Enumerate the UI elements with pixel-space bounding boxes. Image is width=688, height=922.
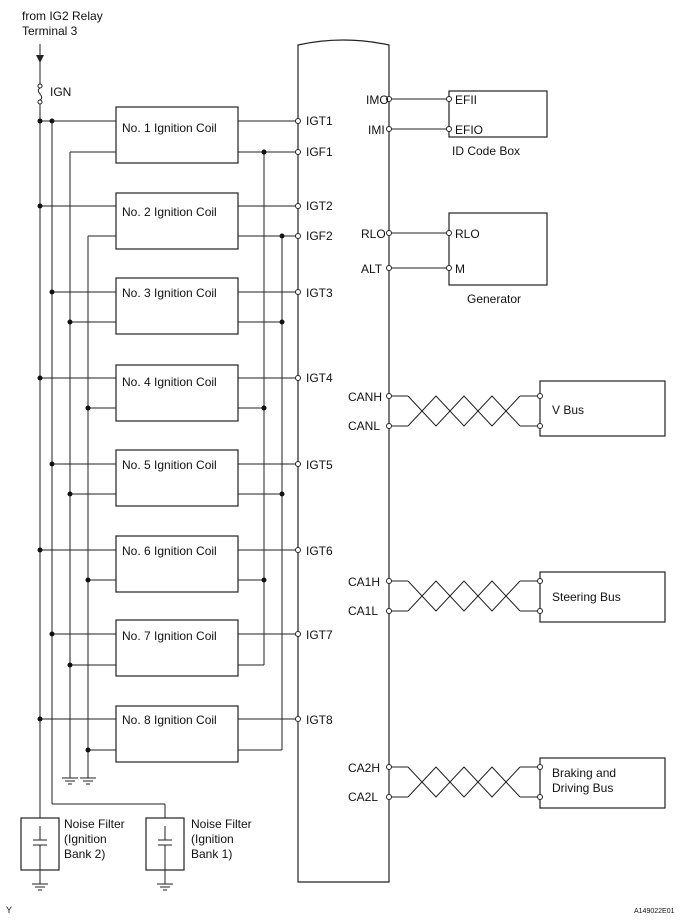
generator-pin-rlo: RLO [455,227,480,241]
pin-ca2h: CA2H [348,761,380,775]
coil-label: No. 5 Ignition Coil [122,458,217,472]
steering-bus: CA1H CA1L Steering Bus [348,571,666,623]
pin-efio: EFIO [455,123,483,137]
source-label-line2: Terminal 3 [22,24,78,38]
pin-efii: EFII [455,93,477,107]
pin-ca1l: CA1L [348,604,378,618]
id-code-box: IMO IMI EFII EFIO ID Code Box [366,90,548,158]
ecm-module [297,39,390,883]
pin-igt8: IGT8 [306,713,333,727]
braking-bus-label-line1: Braking and [552,766,616,780]
footer-right: A149022E01 [634,908,675,915]
v-bus-label: V Bus [552,403,584,417]
ecm-left-pins: IGT1 IGF1 IGT2 IGF2 IGT3 IGT4 IGT5 IGT6 … [295,114,333,727]
pin-igt4: IGT4 [306,371,333,385]
ground-icon [32,883,48,891]
pin-rlo: RLO [361,227,386,241]
noise-filter-2-line3: Bank 2) [64,847,105,861]
ground-icon [157,883,173,891]
noise-filter-bank-2: Noise Filter (Ignition Bank 2) [20,804,125,891]
pin-ca2l: CA2L [348,790,378,804]
ignition-coil-8: No. 8 Ignition Coil [37,705,298,763]
noise-filter-2-line2: (Ignition [64,832,107,846]
ignition-coil-2: No. 2 Ignition Coil [37,192,298,250]
ignition-coil-7: No. 7 Ignition Coil [49,619,298,677]
coil-label: No. 1 Ignition Coil [122,121,217,135]
pin-igt7: IGT7 [306,628,333,642]
braking-bus-label-line2: Driving Bus [552,781,613,795]
generator-pin-m: M [455,262,465,276]
pin-igt2: IGT2 [306,199,333,213]
pin-igt1: IGT1 [306,114,333,128]
noise-filter-2-line1: Noise Filter [64,817,125,831]
pin-alt: ALT [361,262,383,276]
fuse-icon [37,83,43,105]
coil-label: No. 3 Ignition Coil [122,286,217,300]
coil-label: No. 7 Ignition Coil [122,629,217,643]
footer-left: Y [6,905,12,915]
ignition-coil-6: No. 6 Ignition Coil [37,535,298,593]
generator: RLO ALT RLO M Generator [361,212,548,306]
noise-filter-bank-1: Noise Filter (Ignition Bank 1) [52,803,252,891]
pin-imi: IMI [368,123,385,137]
pin-igf1: IGF1 [306,145,333,159]
pin-ca1h: CA1H [348,575,380,589]
twisted-pair-icon [407,395,521,427]
source-arrow-icon [36,44,44,63]
coil-label: No. 4 Ignition Coil [122,375,217,389]
pin-igt6: IGT6 [306,544,333,558]
ignition-coil-4: No. 4 Ignition Coil [37,364,298,422]
generator-caption: Generator [467,292,521,306]
v-bus: CANH CANL V Bus [348,380,666,437]
twisted-pair-icon [407,580,521,612]
fuse-label: IGN [50,85,71,99]
noise-filter-1-line1: Noise Filter [191,817,252,831]
pin-imo: IMO [366,93,389,107]
pin-canh: CANH [348,390,382,404]
source-label-line1: from IG2 Relay [22,9,103,23]
coil-label: No. 6 Ignition Coil [122,544,217,558]
pin-igt5: IGT5 [306,458,333,472]
ground-icon [80,777,96,785]
pin-igf2: IGF2 [306,229,333,243]
noise-filter-1-line3: Bank 1) [191,847,232,861]
ignition-coil-1: No. 1 Ignition Coil [52,106,298,164]
steering-bus-label: Steering Bus [552,590,621,604]
ignition-coil-3: No. 3 Ignition Coil [49,277,298,335]
coil-label: No. 8 Ignition Coil [122,713,217,727]
pin-canl: CANL [348,419,380,433]
ignition-coil-5: No. 5 Ignition Coil [49,449,298,507]
twisted-pair-icon [407,766,521,798]
id-code-box-caption: ID Code Box [452,144,520,158]
braking-driving-bus: CA2H CA2L Braking and Driving Bus [348,757,666,809]
noise-filter-1-line2: (Ignition [191,832,234,846]
pin-igt3: IGT3 [306,286,333,300]
ground-icon [62,777,78,785]
coil-label: No. 2 Ignition Coil [122,205,217,219]
